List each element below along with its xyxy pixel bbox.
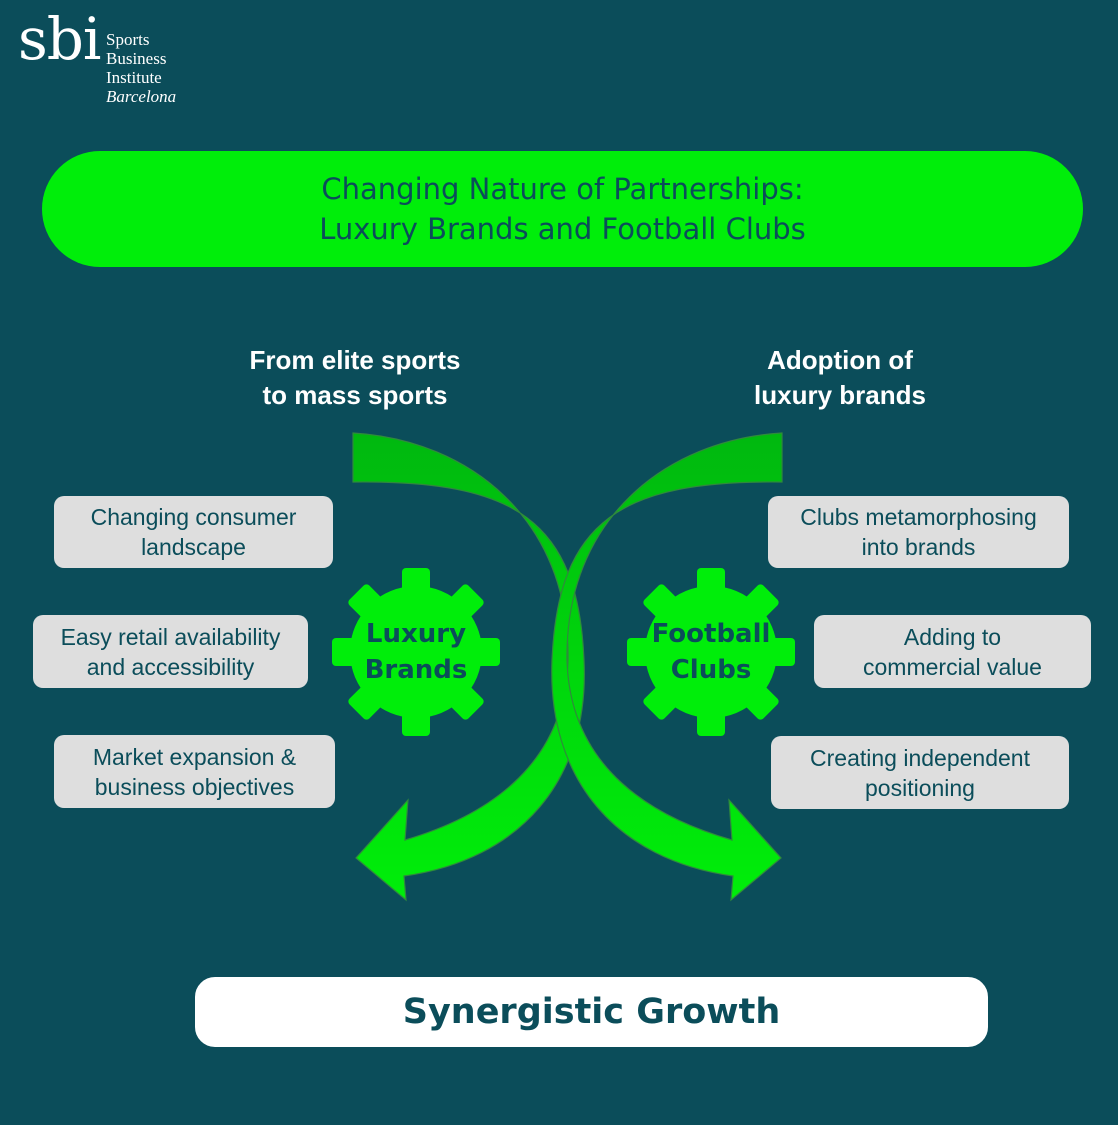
factor-text-line-1: Clubs metamorphosing	[800, 504, 1037, 530]
logo-line-business: Business	[106, 49, 167, 68]
luxury-brands-label: Luxury Brands	[336, 616, 496, 688]
football-clubs-label-line-1: Football	[651, 619, 771, 649]
football-clubs-label-line-2: Clubs	[670, 655, 752, 685]
factor-clubs-metamorphosing: Clubs metamorphosing into brands	[768, 496, 1069, 568]
factor-text-line-2: commercial value	[863, 653, 1042, 680]
title-banner: Changing Nature of Partnerships: Luxury …	[42, 151, 1083, 267]
factor-text-line-2: and accessibility	[86, 653, 255, 680]
title-line-2: Luxury Brands and Football Clubs	[319, 212, 806, 246]
factor-independent-positioning: Creating independent positioning	[771, 736, 1069, 809]
logo-line-institute: Institute	[106, 68, 162, 87]
logo-line-barcelona: Barcelona	[106, 87, 177, 106]
left-heading: From elite sports to mass sports	[205, 343, 505, 413]
football-clubs-gear-icon	[627, 568, 795, 736]
football-clubs-label: Football Clubs	[631, 616, 791, 688]
left-curved-arrow	[352, 432, 585, 902]
factor-text-line-2: into brands	[861, 534, 976, 560]
factor-text-line-1: Creating independent	[810, 744, 1030, 771]
synergistic-growth-box: Synergistic Growth	[193, 975, 990, 1049]
factor-text-line-2: positioning	[865, 774, 975, 801]
factor-changing-consumer-landscape: Changing consumer landscape	[54, 496, 333, 568]
right-heading: Adoption of luxury brands	[690, 343, 990, 413]
factor-text-line-1: Market expansion &	[92, 743, 297, 770]
factor-adding-commercial-value: Adding to commercial value	[814, 615, 1091, 688]
sbi-logo-mark: sbi	[18, 5, 101, 73]
logo-line-sports: Sports	[106, 30, 150, 49]
factor-text-line-2: business objectives	[94, 773, 295, 800]
factor-text-line-1: Easy retail availability	[60, 623, 281, 650]
title-line-1: Changing Nature of Partnerships:	[321, 172, 804, 206]
factor-market-expansion: Market expansion & business objectives	[54, 735, 335, 808]
right-heading-line-2: luxury brands	[754, 380, 926, 410]
luxury-brands-gear-icon	[332, 568, 500, 736]
left-heading-line-1: From elite sports	[249, 345, 461, 375]
luxury-brands-label-line-1: Luxury	[365, 619, 467, 649]
luxury-brands-label-line-2: Brands	[364, 655, 468, 685]
right-heading-line-1: Adoption of	[767, 345, 913, 375]
factor-text-line-1: Changing consumer	[90, 504, 297, 530]
factor-text-line-2: landscape	[141, 534, 246, 560]
factor-text-line-1: Adding to	[903, 623, 1002, 650]
sbi-logo-text: Sports Business Institute Barcelona	[106, 30, 176, 106]
synergistic-growth-label: Synergistic Growth	[402, 992, 781, 1032]
left-heading-line-2: to mass sports	[262, 380, 448, 410]
factor-easy-retail-availability: Easy retail availability and accessibili…	[33, 615, 308, 688]
right-curved-arrow	[551, 432, 783, 902]
